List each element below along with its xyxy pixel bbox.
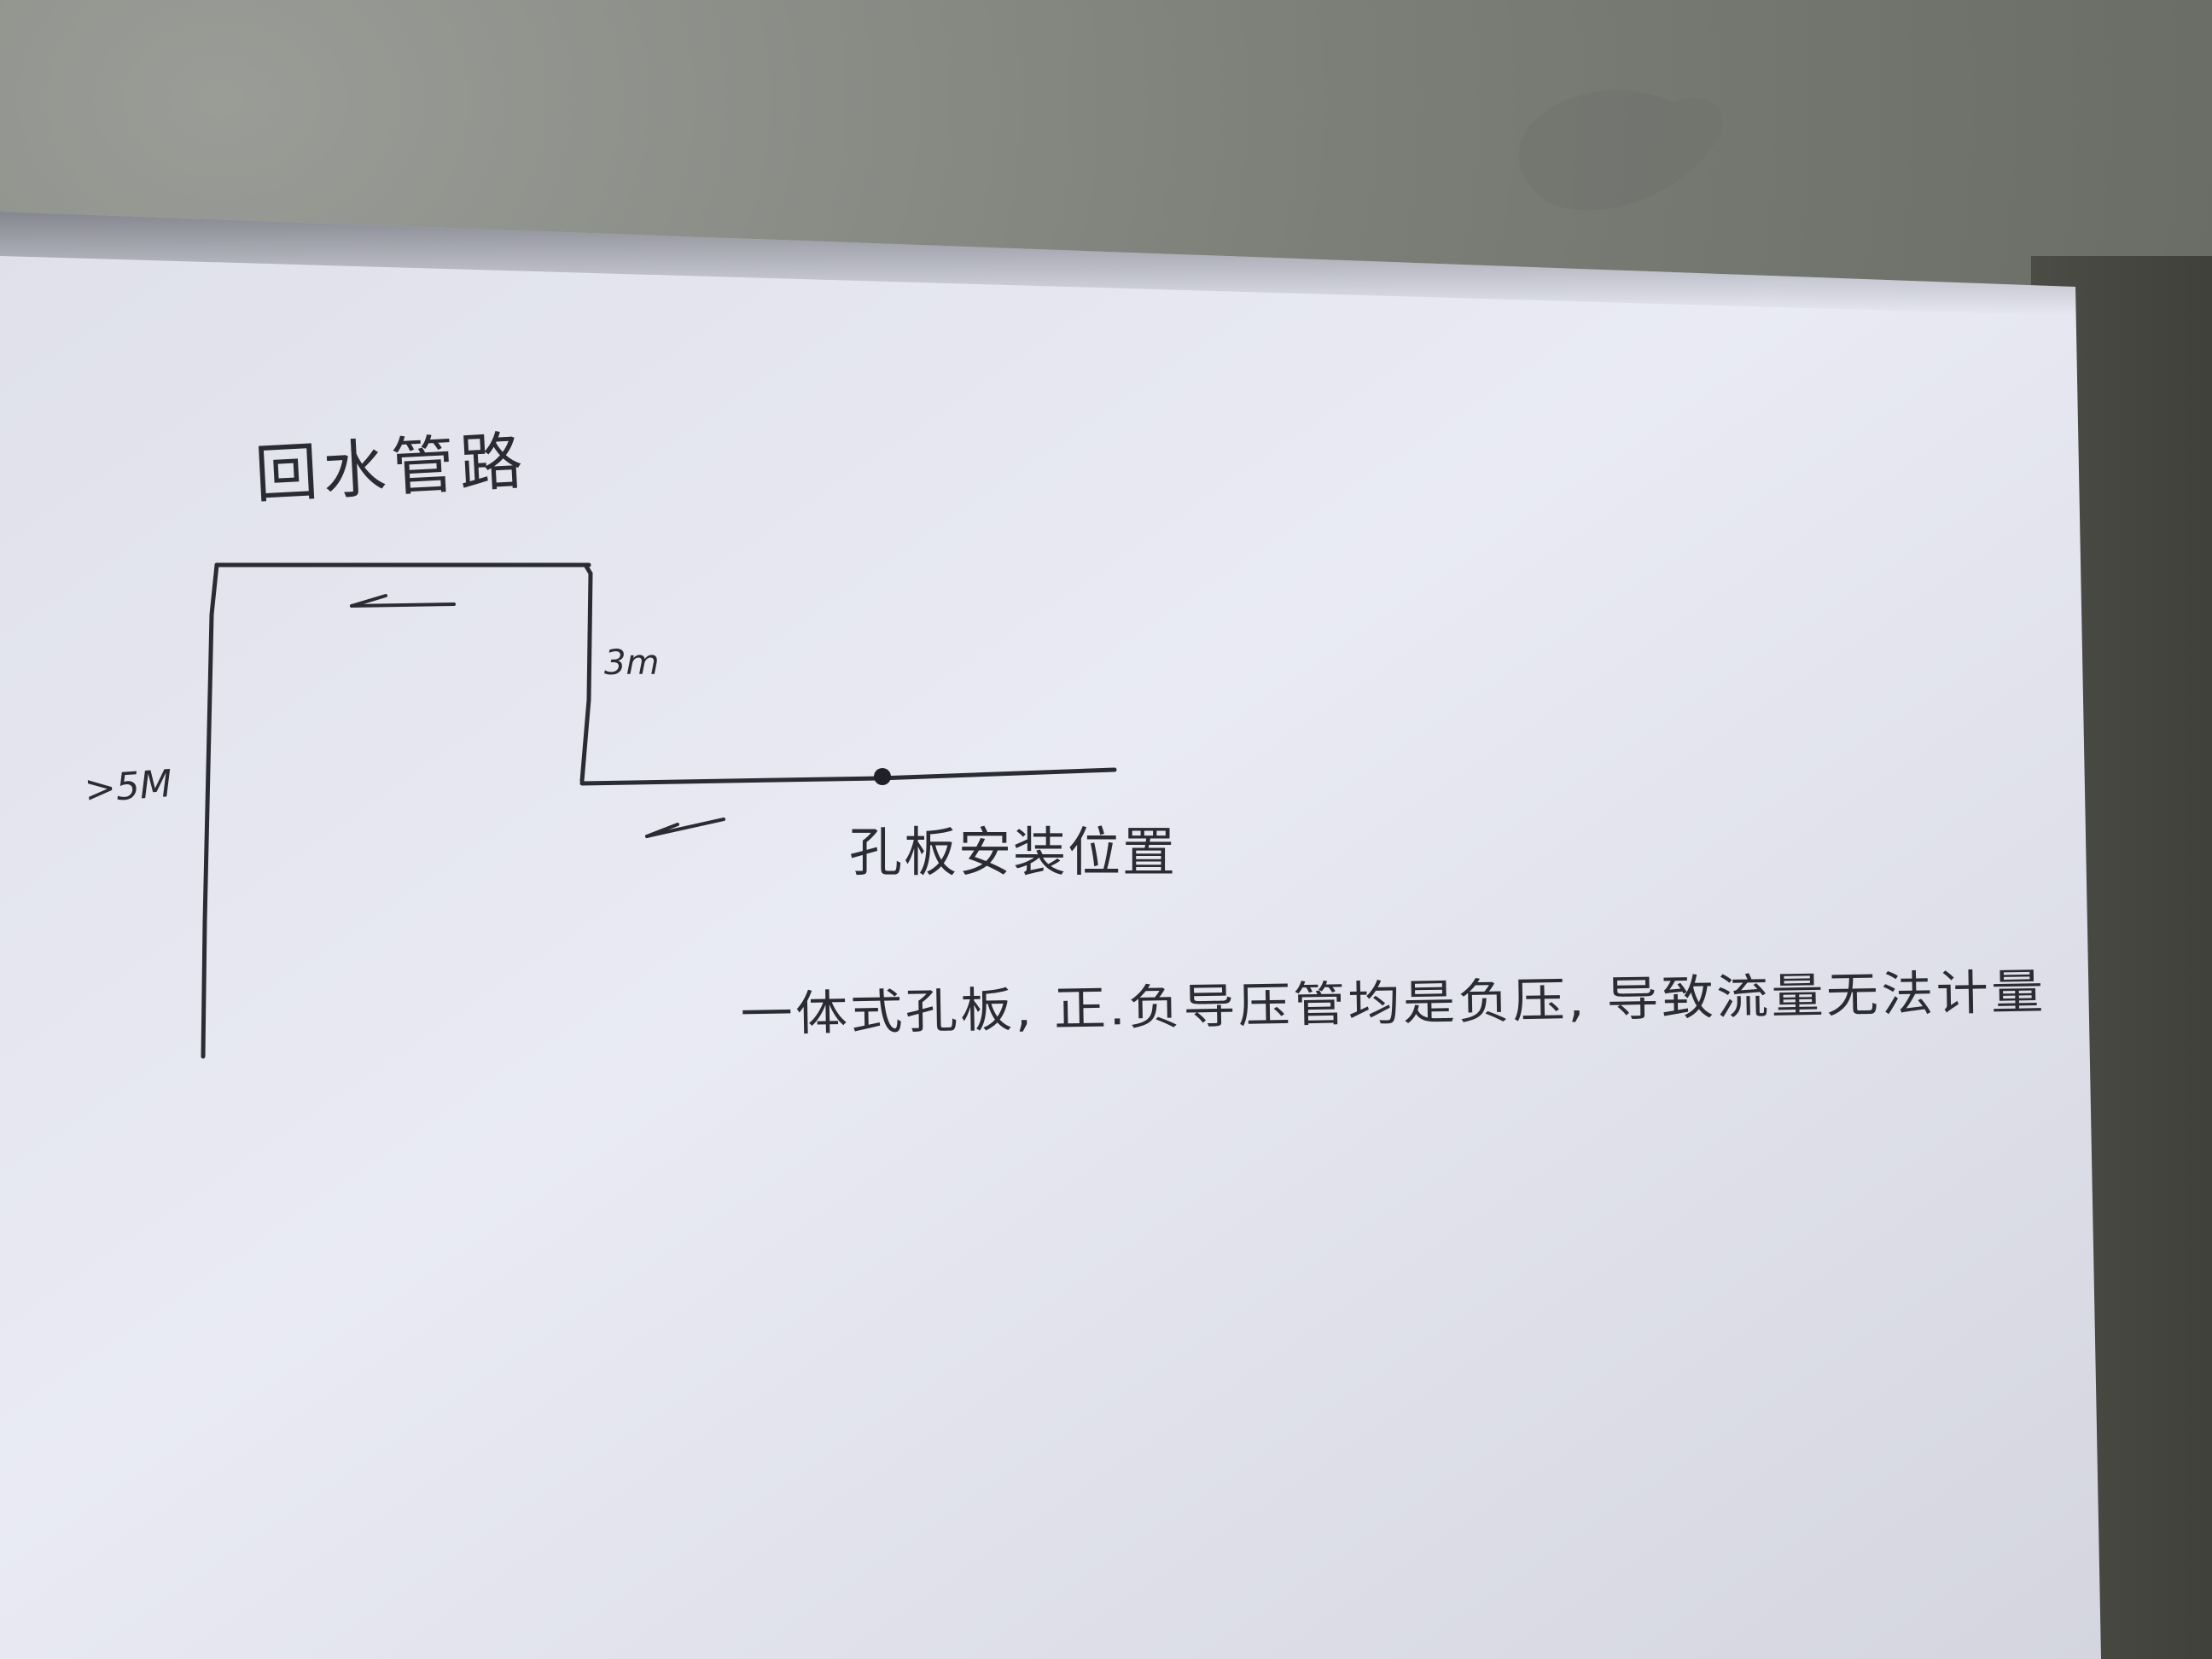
diagram-title: 回水管路: [253, 424, 529, 512]
orifice-plate-marker: [874, 768, 891, 785]
install-position-label: 孔板安装位置: [849, 821, 1177, 883]
flow-arrow-top: [350, 594, 456, 608]
pipe-riser: [579, 571, 593, 783]
stain-mark: [1519, 90, 1723, 211]
flow-arrow-bottom: [645, 818, 725, 838]
paper-surface: [0, 212, 2101, 1659]
paper-top-shadow: [0, 212, 2075, 316]
riser-height-label: 3m: [604, 643, 659, 683]
pipe-vertical-left: [201, 562, 219, 1059]
left-height-label: >5M: [83, 762, 173, 812]
